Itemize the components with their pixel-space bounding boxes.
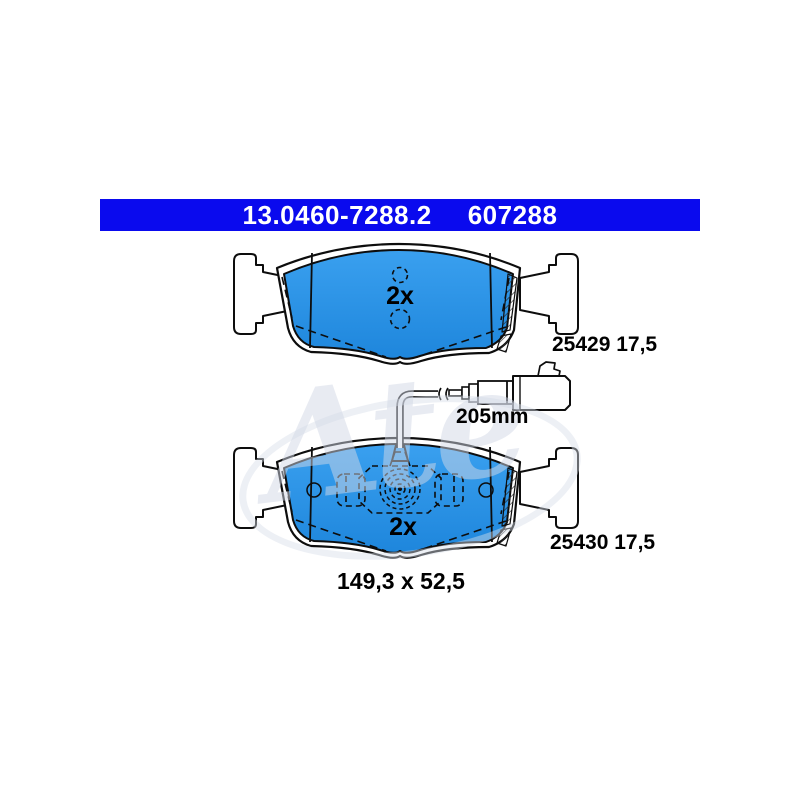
top-pad-quantity-label: 2x	[386, 282, 414, 310]
bottom-pad-quantity-label: 2x	[389, 513, 417, 541]
cable-break-marks	[438, 387, 449, 401]
part-number: 13.0460-7288.2	[242, 200, 432, 230]
cable-length-label: 205mm	[456, 405, 529, 428]
bottom-wear-sensor-ref-label: 25430 17,5	[550, 531, 656, 554]
sensor-concentric-rings	[379, 468, 421, 510]
mounting-hole-circles	[389, 266, 411, 330]
pad-hole	[306, 482, 322, 498]
wear-sensor-housing	[336, 451, 464, 514]
wear-sensor-cable	[396, 361, 571, 448]
sensor-center-dot	[398, 487, 402, 491]
connector-plug	[512, 361, 571, 411]
connector-sleeve	[477, 380, 514, 405]
pad-hole	[478, 482, 494, 498]
top-wear-sensor-ref-label: 25429 17,5	[552, 333, 658, 356]
connector-latch	[537, 361, 561, 377]
order-number: 607288	[467, 200, 558, 230]
cable-entry-bump	[390, 444, 410, 462]
pad-dimensions-label: 149,3 x 52,5	[337, 568, 465, 594]
connector-pin	[448, 383, 479, 403]
part-number-bar: 13.0460-7288.2 607288	[100, 199, 700, 231]
top-pad-drawing	[232, 242, 580, 365]
bottom-pad-drawing	[232, 436, 580, 559]
